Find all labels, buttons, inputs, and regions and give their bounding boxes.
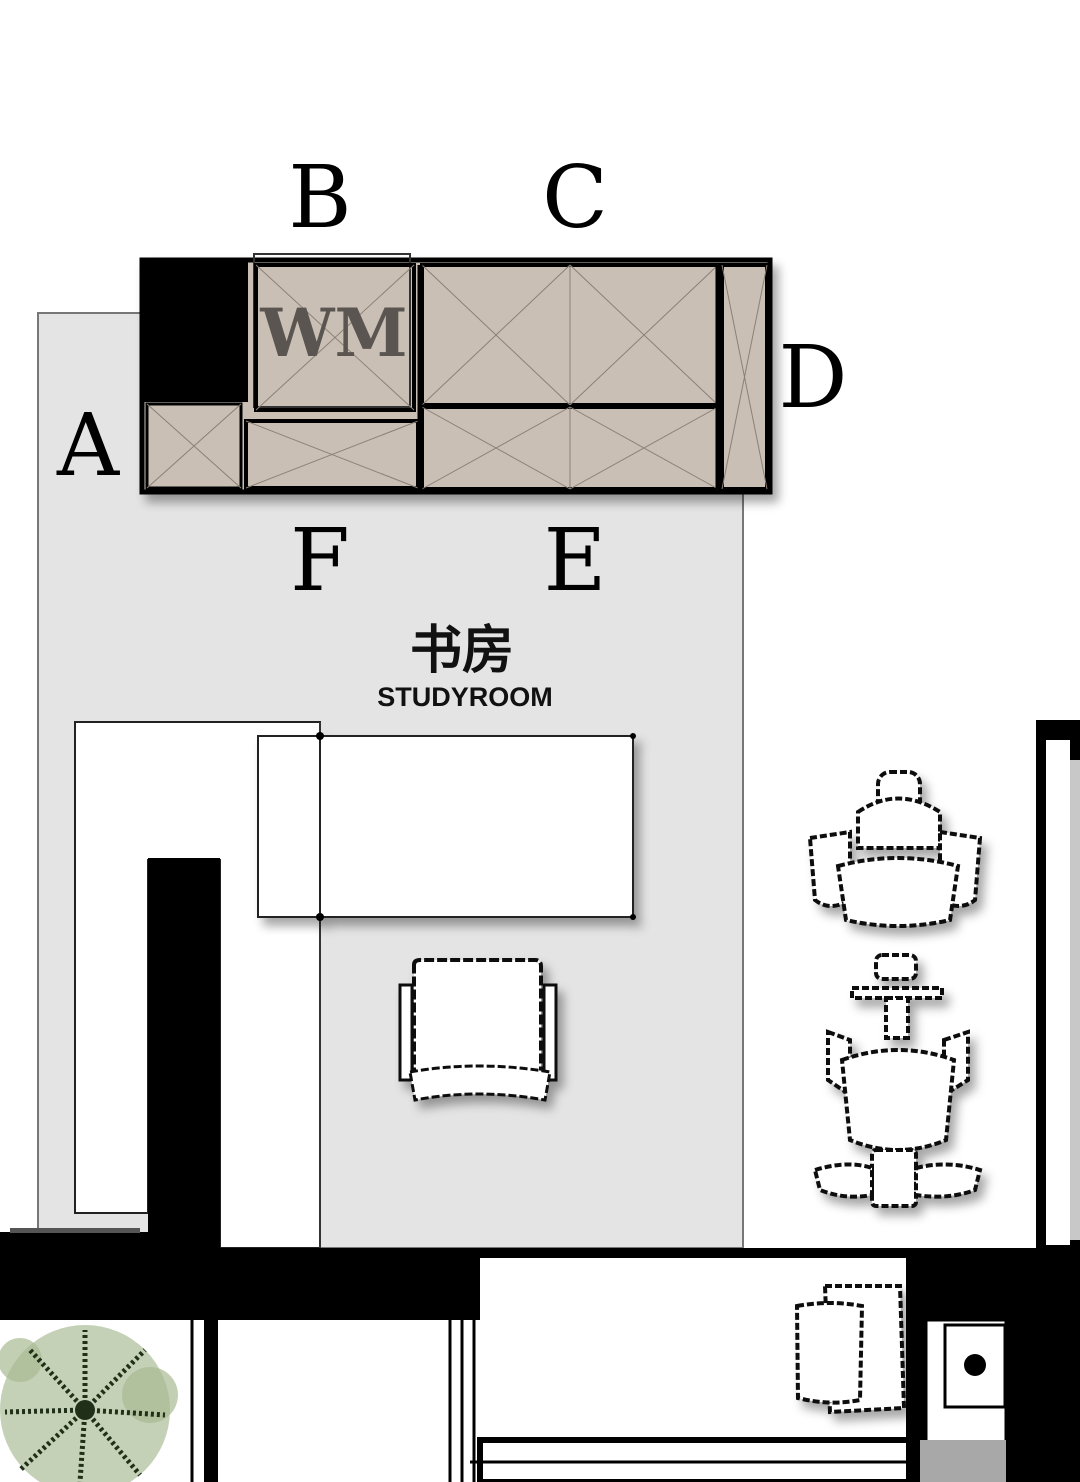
cabinet-label-c: C (542, 148, 608, 248)
washing-machine-label: WM (259, 294, 407, 372)
bottom-wall (0, 1228, 1080, 1320)
cabinet-label-a: A (56, 396, 120, 496)
plant-icon (0, 1325, 178, 1482)
wall-stub (148, 858, 220, 1258)
cabinet-label-d: D (779, 328, 848, 428)
room-name-en: STUDYROOM (377, 682, 553, 712)
desk-table (257, 732, 636, 921)
cabinet-label-b: B (288, 148, 351, 248)
massage-chair-icon (807, 770, 983, 1208)
stool-icon (794, 1284, 907, 1415)
cabinet-black-column (142, 260, 248, 402)
right-wall (1036, 720, 1080, 1250)
cabinet-label-e: E (544, 511, 607, 611)
cabinet-label-f: F (290, 511, 350, 611)
desk-chair-icon (398, 958, 558, 1102)
cabinet-units (145, 253, 769, 491)
lower-area (180, 1318, 1080, 1482)
room-name-cn: 书房 (410, 621, 514, 681)
